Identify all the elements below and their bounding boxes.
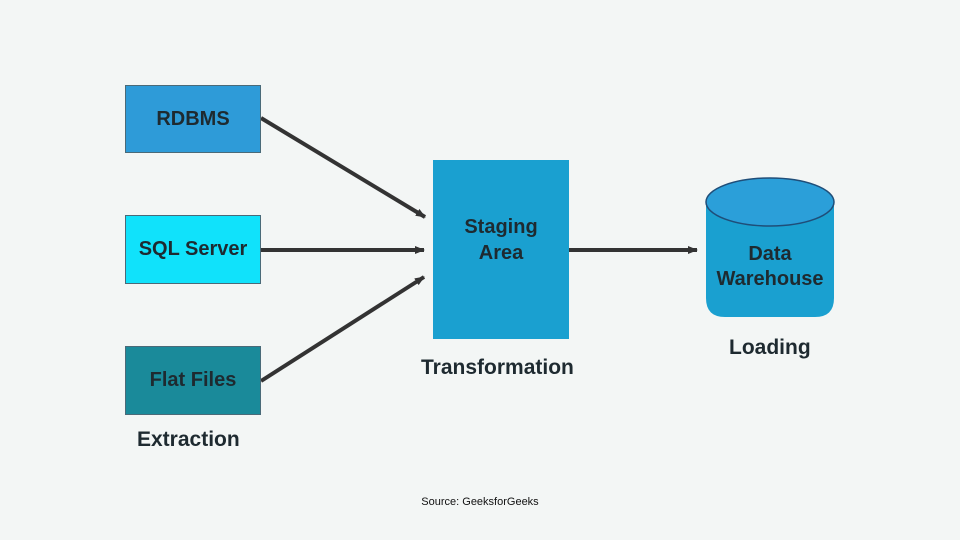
source-rdbms-label: RDBMS	[156, 107, 230, 130]
source-sql-server-box: SQL Server	[125, 215, 261, 284]
staging-area-line2: Area	[478, 241, 524, 264]
data-warehouse-cylinder	[705, 177, 835, 317]
source-credit: Source: GeeksforGeeks	[421, 496, 539, 508]
data-warehouse-line2: Warehouse	[716, 268, 824, 290]
source-flat-files-box: Flat Files	[125, 346, 261, 415]
source-flat-files-label: Flat Files	[149, 369, 237, 391]
data-warehouse-line1: Data	[748, 243, 792, 265]
staging-area-box: Staging Area	[433, 160, 569, 339]
cylinder-body	[706, 206, 834, 317]
loading-label: Loading	[729, 336, 811, 359]
arrow-flat-to-staging	[259, 275, 426, 383]
extraction-label: Extraction	[137, 428, 240, 451]
data-warehouse-label: Data Warehouse	[706, 242, 834, 292]
transformation-label: Transformation	[421, 356, 574, 379]
staging-area-line1: Staging	[464, 215, 538, 238]
arrow-rdbms-to-staging	[259, 116, 427, 219]
cylinder-top	[705, 177, 835, 227]
source-rdbms-box: RDBMS	[125, 85, 261, 153]
source-sql-server-label: SQL Server	[138, 238, 248, 260]
